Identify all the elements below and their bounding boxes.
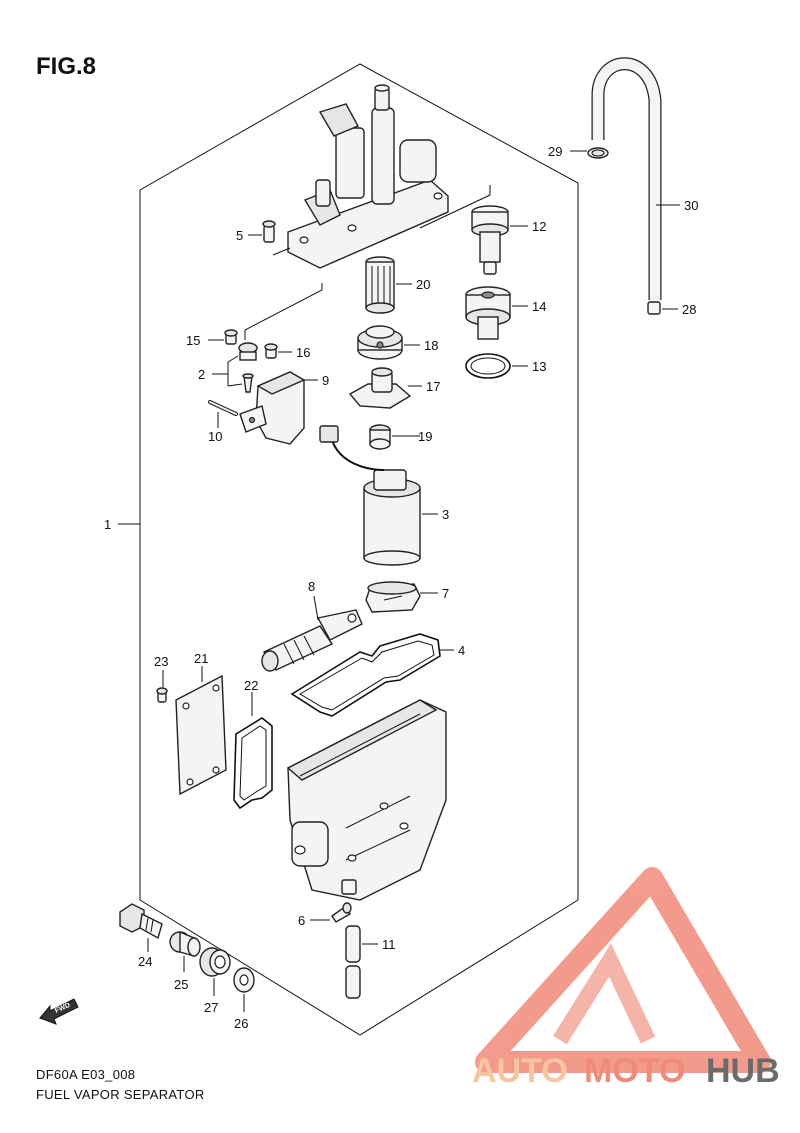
- figure-title: FIG.8: [36, 53, 96, 80]
- part-4-gasket: [290, 633, 441, 717]
- part-30-hose: [591, 57, 662, 300]
- callout-2: 2: [198, 367, 205, 382]
- callout-5: 5: [236, 228, 243, 243]
- callout-21: 21: [194, 651, 208, 666]
- separator-head: [287, 84, 449, 269]
- part-14-holder: [465, 286, 511, 340]
- part-19-grommet: [369, 424, 391, 450]
- callout-27: 27: [204, 1000, 218, 1015]
- svg-text:MOTO: MOTO: [584, 1052, 685, 1090]
- part-29-clip: [587, 147, 609, 159]
- callout-9: 9: [322, 373, 329, 388]
- callout-13: 13: [532, 359, 546, 374]
- callout-6: 6: [298, 913, 305, 928]
- part-20-filter: [365, 256, 395, 314]
- svg-text:HUB: HUB: [706, 1052, 780, 1090]
- callout-20: 20: [416, 277, 430, 292]
- part-9-float: [239, 371, 306, 445]
- part-13-o-ring: [465, 353, 511, 379]
- callout-30: 30: [684, 198, 698, 213]
- callout-10: 10: [208, 429, 222, 444]
- part-18-seal: [357, 325, 403, 360]
- callout-15: 15: [186, 333, 200, 348]
- callout-25: 25: [174, 977, 188, 992]
- callout-23: 23: [154, 654, 168, 669]
- footer-code: DF60A E03_008: [36, 1067, 135, 1082]
- part-17-bracket: [348, 367, 412, 409]
- fwd-arrow-icon: FWD: [39, 998, 79, 1025]
- part-21-cover-plate: [175, 674, 227, 796]
- part-5-bolt: [262, 220, 276, 243]
- part-22-cover-gasket: [233, 717, 273, 810]
- callout-16: 16: [296, 345, 310, 360]
- callout-24: 24: [138, 954, 152, 969]
- part-28-plug: [647, 301, 661, 315]
- svg-text:AUTO: AUTO: [472, 1052, 568, 1090]
- part-25-collar: [169, 930, 201, 957]
- part-16-screw: [264, 343, 278, 359]
- callout-17: 17: [426, 379, 440, 394]
- part-12-regulator: [471, 205, 509, 275]
- part-2-needle-valve: [238, 342, 258, 393]
- part-27-grommet: [199, 947, 231, 977]
- callout-26: 26: [234, 1016, 248, 1031]
- assembly-outline: [139, 63, 579, 1036]
- part-23-screw: [156, 687, 168, 703]
- part-26-washer: [233, 967, 255, 993]
- callout-1: 1: [104, 517, 111, 532]
- callout-7: 7: [442, 586, 449, 601]
- callout-22: 22: [244, 678, 258, 693]
- part-24-bolt: [119, 903, 163, 940]
- part-15-screw: [224, 329, 238, 345]
- callout-14: 14: [532, 299, 546, 314]
- watermark-text: AUTO MOTO HUB: [472, 1052, 780, 1090]
- part-8-strainer: [261, 609, 363, 672]
- watermark-logo: [475, 867, 771, 1073]
- callout-4: 4: [458, 643, 465, 658]
- callout-28: 28: [682, 302, 696, 317]
- callout-19: 19: [418, 429, 432, 444]
- callout-18: 18: [424, 338, 438, 353]
- callout-29: 29: [548, 144, 562, 159]
- part-6-screw: [331, 902, 352, 923]
- footer-title: FUEL VAPOR SEPARATOR: [36, 1087, 205, 1102]
- callout-11: 11: [382, 937, 396, 952]
- part-1-separator-body: [286, 699, 447, 901]
- callout-12: 12: [532, 219, 546, 234]
- callout-3: 3: [442, 507, 449, 522]
- part-3-fuel-pump: [319, 425, 421, 566]
- part-11-drain-hose: [345, 925, 361, 999]
- part-7-holder: [365, 581, 421, 613]
- callout-8: 8: [308, 579, 315, 594]
